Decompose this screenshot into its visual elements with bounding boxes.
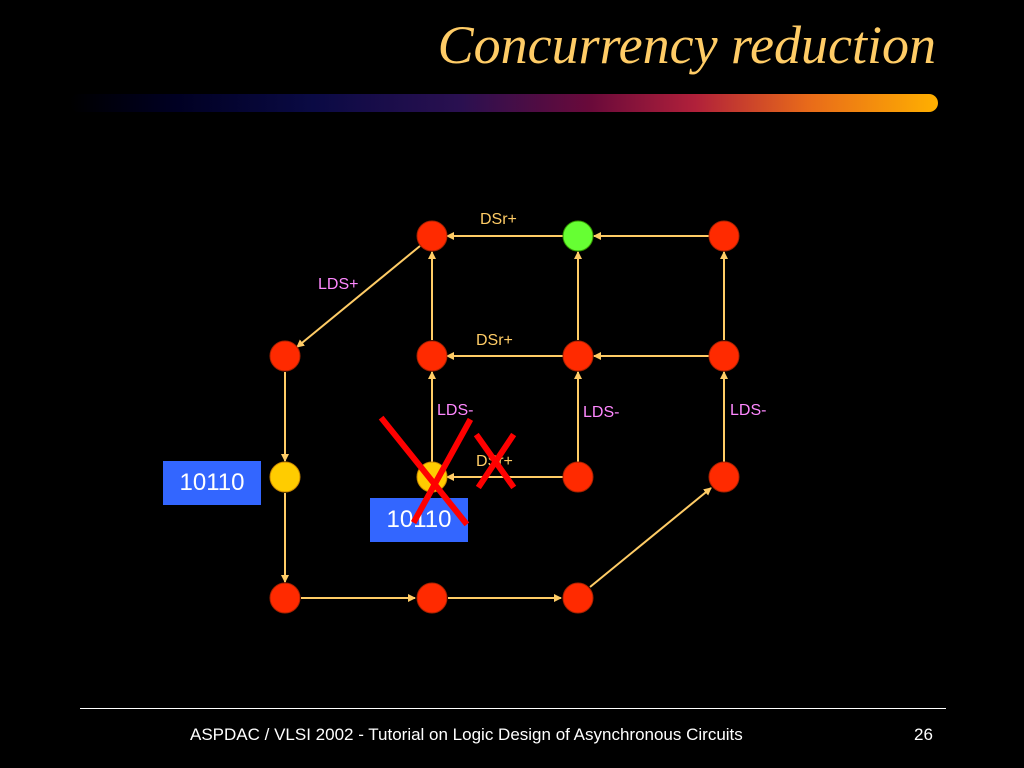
node-left-mid <box>269 340 301 372</box>
state-code-left: 10110 <box>163 461 261 505</box>
node-low-center <box>562 461 594 493</box>
node-bottom-right <box>562 582 594 614</box>
node-bottom-left <box>269 582 301 614</box>
edge-top-left-to-left-mid <box>296 245 421 348</box>
label-lds-minus-right: LDS- <box>730 402 766 419</box>
node-mid-left <box>416 340 448 372</box>
label-dsr-top: DSr+ <box>480 211 517 228</box>
edges <box>281 232 728 602</box>
nodes <box>269 220 740 614</box>
node-top-green <box>562 220 594 252</box>
label-lds-plus: LDS+ <box>318 276 358 293</box>
cross-small-stroke-b <box>475 432 517 490</box>
edge-labels: DSr+ LDS+ DSr+ LDS- LDS- LDS- DSr+ <box>318 211 766 470</box>
node-mid-center <box>562 340 594 372</box>
node-left-yellow <box>269 461 301 493</box>
title-gradient-bar <box>70 94 938 112</box>
node-top-right <box>708 220 740 252</box>
edge-bottom-right-to-low-right <box>589 487 712 588</box>
footer-divider <box>80 708 946 709</box>
label-lds-minus-center: LDS- <box>583 404 619 421</box>
node-mid-right <box>708 340 740 372</box>
cross-large-stroke-a <box>378 415 470 527</box>
node-bottom-center <box>416 582 448 614</box>
node-low-right <box>708 461 740 493</box>
cross-large-stroke-b <box>410 417 474 525</box>
label-lds-minus-left: LDS- <box>437 402 473 419</box>
label-dsr-mid: DSr+ <box>476 332 513 349</box>
page-number: 26 <box>914 725 933 744</box>
slide-title: Concurrency reduction <box>437 15 936 75</box>
node-top-left <box>416 220 448 252</box>
footer-text: ASPDAC / VLSI 2002 - Tutorial on Logic D… <box>190 725 743 744</box>
